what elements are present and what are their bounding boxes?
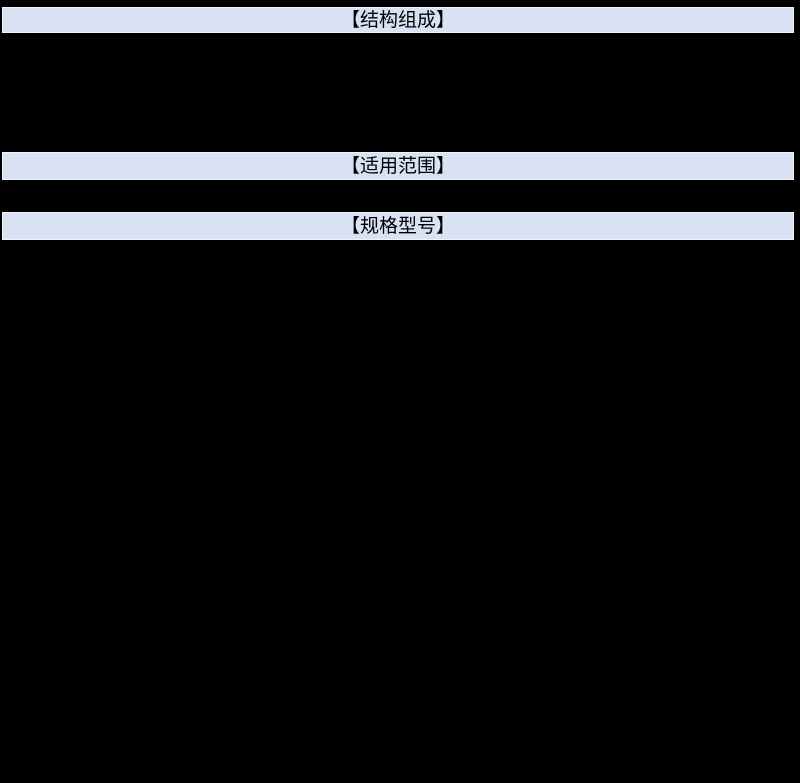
section-body-structure-composition <box>2 33 794 152</box>
section-title: 【结构组成】 <box>340 9 455 31</box>
section-body-specifications-models <box>2 240 794 783</box>
section-title: 【规格型号】 <box>340 215 455 237</box>
section-header-structure-composition: 【结构组成】 <box>2 7 794 33</box>
section-header-specifications-models: 【规格型号】 <box>2 212 794 240</box>
section-title: 【适用范围】 <box>340 155 455 177</box>
section-header-scope-of-application: 【适用范围】 <box>2 152 794 180</box>
section-body-scope-of-application <box>2 180 794 212</box>
